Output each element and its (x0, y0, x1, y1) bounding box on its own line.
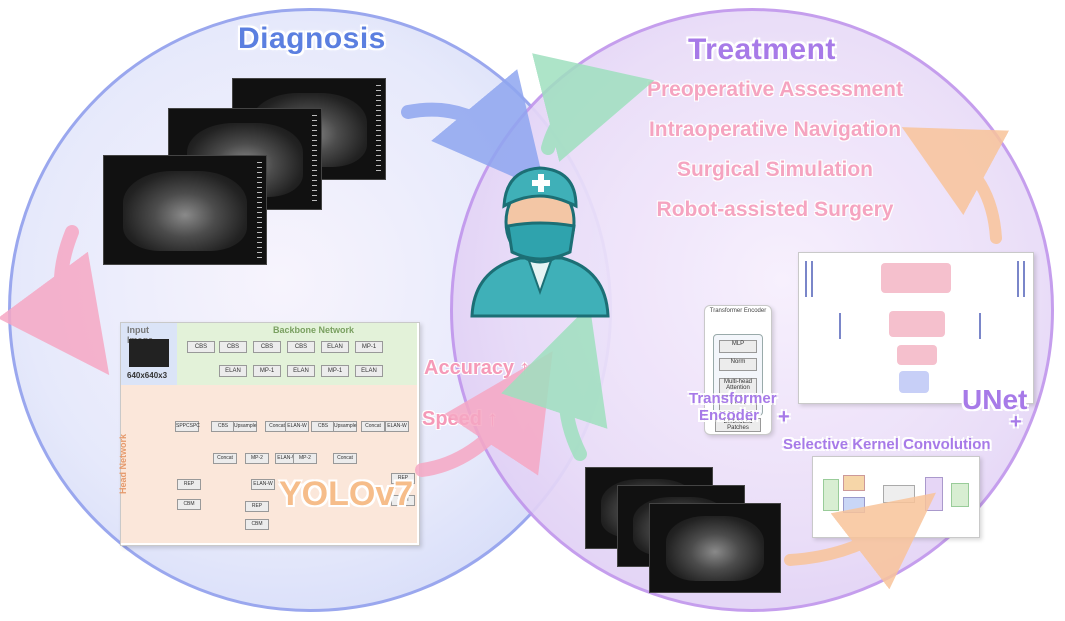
head-node: Upsample (233, 421, 257, 432)
head-node: ELAN-W (251, 479, 275, 490)
backbone-node: MP-1 (355, 341, 383, 353)
curved-arrow-icon (415, 351, 553, 477)
selective-kernel-convolution-label: Selective Kernel Convolution (783, 436, 991, 453)
ct-scan-icon (649, 503, 781, 593)
task-intraoperative-navigation: Intraoperative Navigation (648, 118, 902, 141)
input-image-thumbnail (129, 339, 169, 367)
backbone-node: MP-1 (253, 365, 281, 377)
head-node: REP (177, 479, 201, 490)
head-node: Concat (361, 421, 385, 432)
input-image-block: Input Image 640x640x3 (121, 323, 178, 385)
attention-block: Multi-head Attention (719, 378, 757, 396)
yolov7-architecture-panel: Input Image 640x640x3 Backbone Network H… (118, 322, 420, 546)
unet-diagram (798, 252, 1034, 404)
head-node: REP (245, 501, 269, 512)
head-node: ELAN-W (285, 421, 309, 432)
head-node: ELAN-W (385, 421, 409, 432)
backbone-node: ELAN (287, 365, 315, 377)
curved-arrow-icon (784, 492, 936, 590)
head-node: Concat (333, 453, 357, 464)
head-node: MP-2 (245, 453, 269, 464)
backbone-node: CBS (219, 341, 247, 353)
treatment-title: Treatment (688, 33, 836, 66)
transformer-header: Transformer Encoder (709, 308, 767, 314)
norm-block: Norm (719, 358, 757, 371)
norm-block: Norm (719, 399, 757, 412)
yolov7-label: YOLOv7 (279, 475, 414, 513)
backbone-node: CBS (287, 341, 315, 353)
head-node: Concat (213, 453, 237, 464)
mlp-block: MLP (719, 340, 757, 353)
embedded-patches-block: Embedded Patches (715, 418, 761, 432)
backbone-node: CBS (253, 341, 281, 353)
backbone-node: ELAN (355, 365, 383, 377)
head-node: MP-2 (293, 453, 317, 464)
backbone-node: ELAN (321, 341, 349, 353)
head-node: CBM (245, 519, 269, 530)
curved-arrow-icon (501, 304, 608, 461)
backbone-node: CBS (187, 341, 215, 353)
plus-icon: + (778, 406, 790, 428)
input-size-label: 640x640x3 (127, 371, 168, 380)
diagnosis-title: Diagnosis (238, 22, 386, 55)
head-network-block: Head Network (118, 385, 417, 543)
transformer-encoder-diagram: Transformer Encoder MLP Norm Multi-head … (704, 305, 772, 435)
curved-arrow-icon (0, 225, 110, 376)
transformer-encoder-label: Transformer Encoder (689, 390, 777, 424)
curved-arrow-icon (901, 127, 1010, 244)
backbone-label: Backbone Network (273, 325, 355, 335)
head-node: CBM (391, 495, 415, 506)
curved-arrow-icon (532, 53, 655, 162)
surgeon-icon (470, 166, 610, 318)
head-node: REP (391, 473, 415, 484)
head-node: CBM (177, 499, 201, 510)
backbone-node: ELAN (219, 365, 247, 377)
head-node: SPPCSPC (175, 421, 200, 432)
curved-arrow-icon (401, 69, 546, 192)
task-preoperative-assessment: Preoperative Assessment (646, 78, 904, 101)
task-robot-assisted-surgery: Robot-assisted Surgery (656, 198, 894, 221)
ct-scan-icon (103, 155, 267, 265)
task-surgical-simulation: Surgical Simulation (676, 158, 874, 181)
backbone-node: MP-1 (321, 365, 349, 377)
plus-icon: + (1010, 411, 1022, 433)
unet-label: UNet (962, 384, 1028, 415)
head-node: Upsample (333, 421, 357, 432)
